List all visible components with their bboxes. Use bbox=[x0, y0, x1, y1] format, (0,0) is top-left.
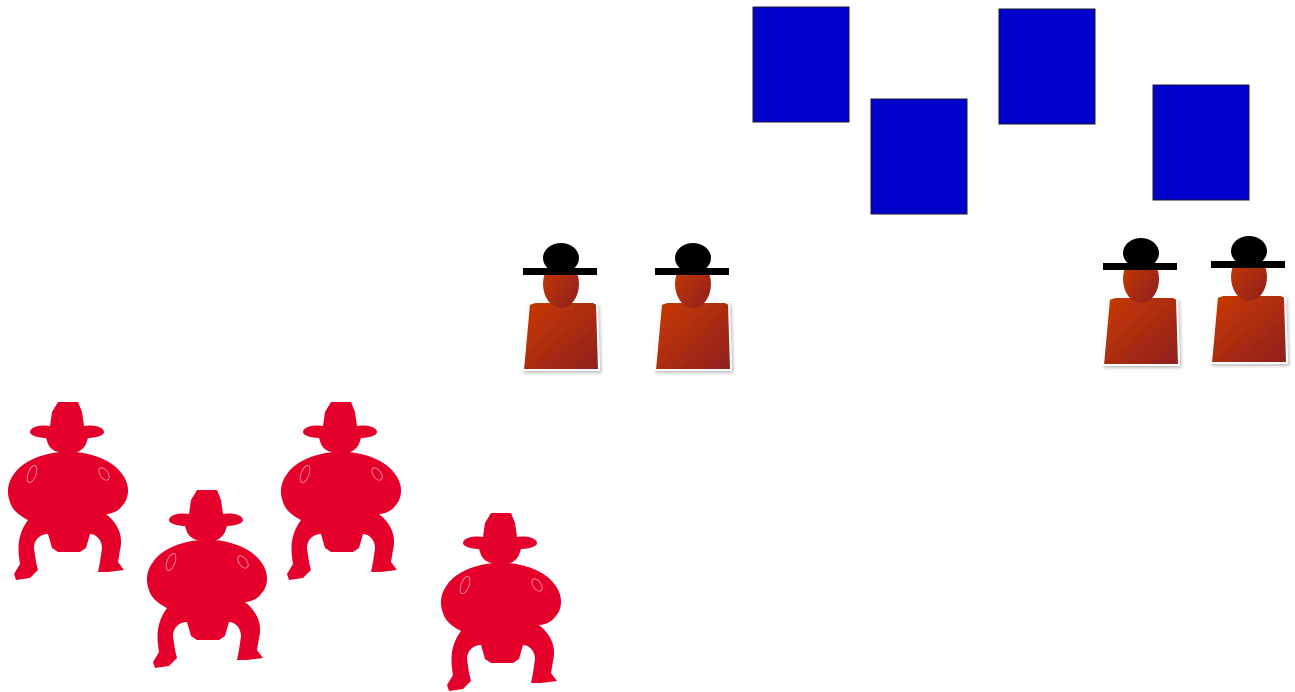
blue-block bbox=[871, 99, 967, 214]
cowboy-silhouette-icon bbox=[8, 402, 128, 580]
cowboy-silhouette-icon bbox=[441, 513, 561, 691]
blue-block-group bbox=[753, 7, 1249, 214]
hat-person-group bbox=[523, 236, 1287, 370]
person-with-hat-icon bbox=[1103, 238, 1179, 365]
blue-block bbox=[999, 9, 1095, 124]
person-with-hat-icon bbox=[655, 243, 731, 370]
red-cowboy-group bbox=[8, 402, 561, 691]
person-with-hat-icon bbox=[1211, 236, 1287, 363]
cowboy-silhouette-icon bbox=[147, 490, 267, 668]
blue-block bbox=[1153, 85, 1249, 200]
cowboy-silhouette-icon bbox=[281, 402, 401, 580]
blue-block bbox=[753, 7, 849, 122]
person-with-hat-icon bbox=[523, 243, 599, 370]
